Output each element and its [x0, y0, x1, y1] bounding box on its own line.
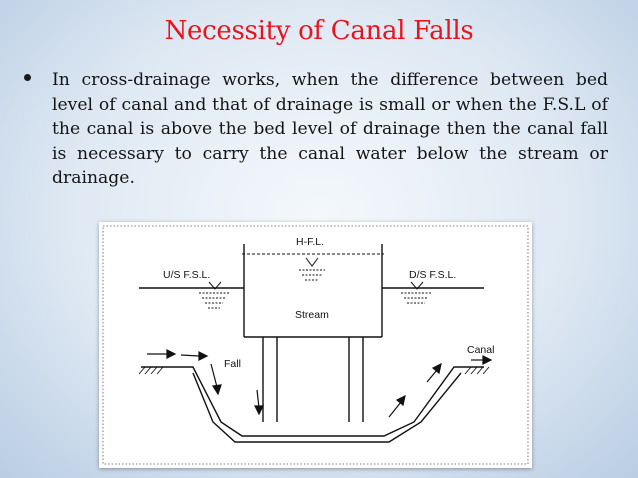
- bullet-dot-icon: [24, 74, 31, 81]
- hfl-label: H-F.L.: [296, 236, 324, 248]
- stream-label: Stream: [295, 309, 329, 321]
- canal-fall-diagram: H-F.L. U/S F.S.L. D/S F.S.L. Stream: [99, 222, 532, 468]
- flow-arrows: [147, 349, 493, 418]
- canal-label: Canal: [467, 344, 494, 356]
- us-fsl-marker: [139, 281, 244, 309]
- canal-bed-profile: [141, 366, 484, 443]
- diagram-drawing: H-F.L. U/S F.S.L. D/S F.S.L. Stream: [102, 225, 529, 465]
- ds-fsl-label: D/S F.S.L.: [409, 269, 456, 281]
- hfl-marker: [299, 257, 325, 281]
- us-fsl-label: U/S F.S.L.: [163, 269, 210, 281]
- dotted-border: [102, 225, 529, 465]
- slide-title: Necessity of Canal Falls: [164, 16, 474, 46]
- piers: [262, 337, 364, 422]
- ds-fsl-marker: [382, 281, 484, 304]
- ground-hatch-left: [138, 366, 164, 375]
- stream-channel: [242, 244, 384, 338]
- fall-label: Fall: [224, 358, 241, 370]
- bullet-item: In cross-drainage works, when the differ…: [24, 68, 608, 191]
- bullet-text: In cross-drainage works, when the differ…: [52, 70, 608, 188]
- ground-hatch-right: [464, 366, 490, 375]
